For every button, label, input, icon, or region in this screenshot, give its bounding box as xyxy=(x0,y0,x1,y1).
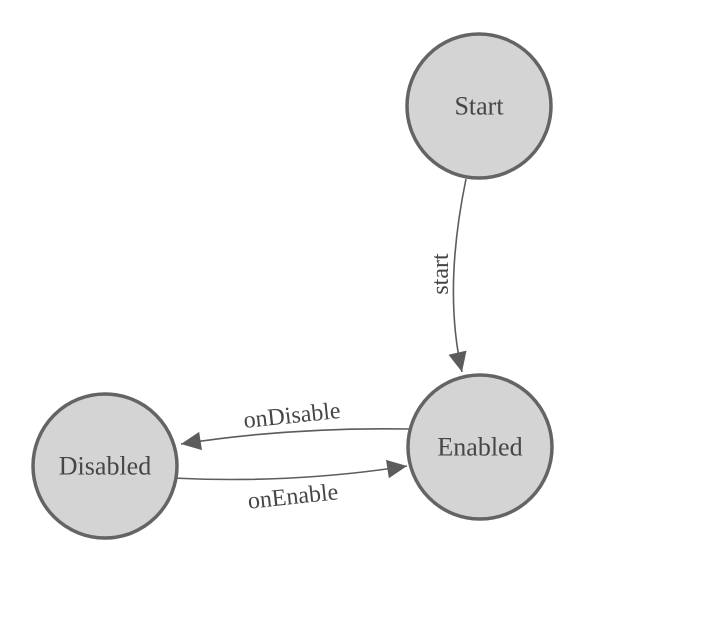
state-node-enabled[interactable]: Enabled xyxy=(406,373,554,521)
state-circle-disabled[interactable] xyxy=(31,392,179,540)
edge-label-start: start xyxy=(428,253,454,295)
transition-disabled-to-enabled: onEnable xyxy=(171,459,408,515)
state-node-start[interactable]: Start xyxy=(405,32,553,180)
edge-label-ondisable: onDisable xyxy=(242,398,341,434)
edge-start-line xyxy=(448,178,467,373)
edge-ondisable-line xyxy=(180,427,411,451)
state-node-disabled[interactable]: Disabled xyxy=(31,392,179,540)
state-circle-enabled[interactable] xyxy=(406,373,554,521)
transition-enabled-to-disabled: onDisable xyxy=(180,398,411,451)
edge-onenable-line xyxy=(171,459,408,481)
transition-start-to-enabled: start xyxy=(428,178,467,373)
edge-label-onenable: onEnable xyxy=(247,479,340,514)
state-circle-start[interactable] xyxy=(405,32,553,180)
